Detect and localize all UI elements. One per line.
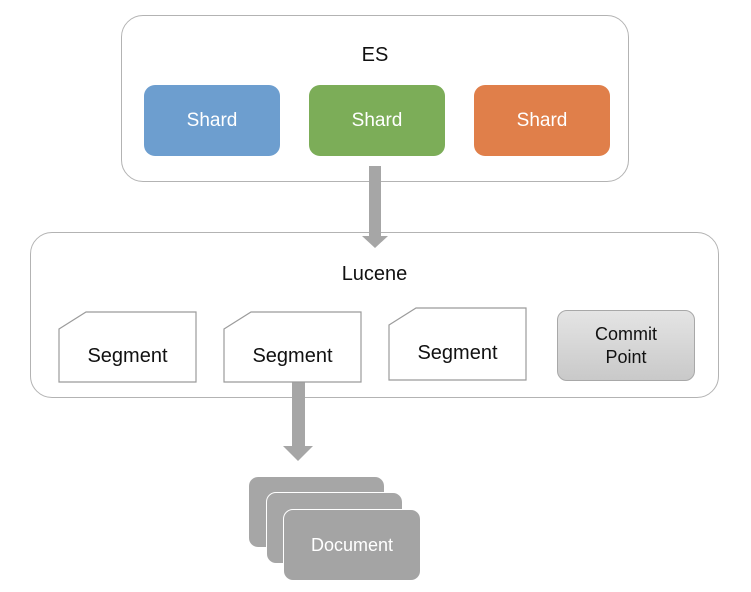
shard-green: Shard xyxy=(309,85,445,156)
segment-3-shape xyxy=(388,307,527,381)
commit-point-line1: Commit xyxy=(595,323,657,344)
document-label: Document xyxy=(310,534,394,555)
segment-2-label: Segment xyxy=(252,344,333,367)
commit-point-line2: Point xyxy=(605,346,647,367)
shard-blue: Shard xyxy=(144,85,280,156)
lucene-title: Lucene xyxy=(341,263,408,285)
segment-1-shape xyxy=(58,311,197,383)
segment-3-label: Segment xyxy=(417,341,498,364)
arrow-es-to-lucene xyxy=(362,166,388,248)
commit-point-box: Commit Point xyxy=(557,310,695,381)
arrow-segment-to-document xyxy=(283,377,313,461)
es-title: ES xyxy=(361,44,389,66)
segment-1-label: Segment xyxy=(87,344,168,367)
segment-2-shape xyxy=(223,311,362,383)
shard-orange: Shard xyxy=(474,85,610,156)
document-front: Document xyxy=(283,509,421,581)
